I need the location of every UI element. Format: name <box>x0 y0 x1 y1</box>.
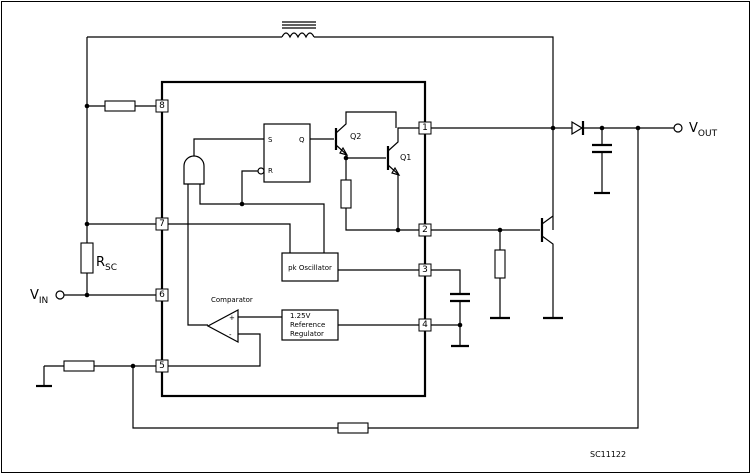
wire-and-to-comp <box>187 184 208 326</box>
ext-q-emitter <box>541 235 554 318</box>
wire-ct-top <box>431 269 461 294</box>
junction <box>395 227 401 233</box>
svg-text:5: 5 <box>159 361 165 371</box>
comp-minus: - <box>229 331 232 339</box>
svg-text:7: 7 <box>159 219 165 229</box>
base-resistor <box>494 249 506 279</box>
vin-terminal <box>55 290 65 300</box>
ext-q-collector <box>541 215 554 225</box>
junction <box>599 125 605 131</box>
pin-4: 4 <box>418 318 432 332</box>
pin-7: 7 <box>155 217 169 231</box>
q1-label: Q1 <box>400 153 411 162</box>
wire-top-right <box>314 36 554 230</box>
q2-label: Q2 <box>350 132 361 141</box>
feedback-resistor <box>337 422 369 434</box>
vout-label: VOUT <box>689 121 718 139</box>
ff-q-label: Q <box>299 136 305 144</box>
wire-r-feedback <box>241 170 258 204</box>
svg-text:3: 3 <box>422 265 428 275</box>
junction <box>457 322 463 328</box>
wire-pin7-internal <box>168 223 291 253</box>
ic-outline <box>160 80 427 398</box>
pin-1: 1 <box>418 121 432 135</box>
pin-8: 8 <box>155 99 169 113</box>
ff-s-label: S <box>268 136 273 144</box>
ref-label-2: Reference <box>290 321 325 329</box>
junction <box>550 125 556 131</box>
rsc-label: RSC <box>96 255 117 273</box>
q2-arrow <box>339 146 349 156</box>
pin-6: 6 <box>155 288 169 302</box>
oscillator-block <box>281 252 339 282</box>
wire-pin5-to-comp <box>168 333 261 367</box>
q1-arrow <box>391 166 401 176</box>
flip-flop <box>263 123 311 183</box>
q2-emitter <box>335 144 347 155</box>
comparator-label: Comparator <box>211 296 253 304</box>
comparator <box>206 309 239 343</box>
ff-r-bubble <box>257 167 265 175</box>
svg-text:1: 1 <box>422 123 428 133</box>
pin-3: 3 <box>418 263 432 277</box>
junction <box>343 155 349 161</box>
rsc-resistor <box>80 242 94 274</box>
svg-text:4: 4 <box>422 320 428 330</box>
oscillator-label: pk Oscillator <box>288 264 332 272</box>
junction <box>635 125 641 131</box>
junction <box>84 103 90 109</box>
svg-text:2: 2 <box>422 225 428 235</box>
junction <box>130 363 136 369</box>
comp-plus: + <box>229 314 235 322</box>
junction <box>84 221 90 227</box>
q2-collector <box>335 111 397 134</box>
q2-emitter-resistor <box>340 179 352 209</box>
and-gate <box>183 155 205 185</box>
figure-code: SC11122 <box>590 450 626 459</box>
svg-text:6: 6 <box>159 290 165 300</box>
diode <box>571 120 584 136</box>
pin-5: 5 <box>155 359 169 373</box>
ff-r-label: R <box>268 167 273 175</box>
wire-and-to-s <box>193 138 264 156</box>
junction <box>497 227 503 233</box>
svg-text:8: 8 <box>159 101 165 111</box>
ref-label-3: Regulator <box>290 330 324 338</box>
q1-collector <box>387 127 419 152</box>
pin8-resistor <box>104 100 136 112</box>
vout-terminal <box>673 123 683 133</box>
wire-bottom-a <box>132 366 338 429</box>
junction <box>239 201 245 207</box>
pin5-resistor <box>63 360 95 372</box>
inductor <box>281 21 316 39</box>
ref-label-1: 1.25V <box>290 312 311 320</box>
wire-res-to-pin2 <box>345 208 398 231</box>
wire-bottom-b <box>368 128 639 429</box>
junction <box>84 292 90 298</box>
vin-label: VIN <box>30 288 48 306</box>
pin-2: 2 <box>418 223 432 237</box>
wire-and-to-osc <box>199 184 325 253</box>
q1-emitter <box>387 164 419 231</box>
